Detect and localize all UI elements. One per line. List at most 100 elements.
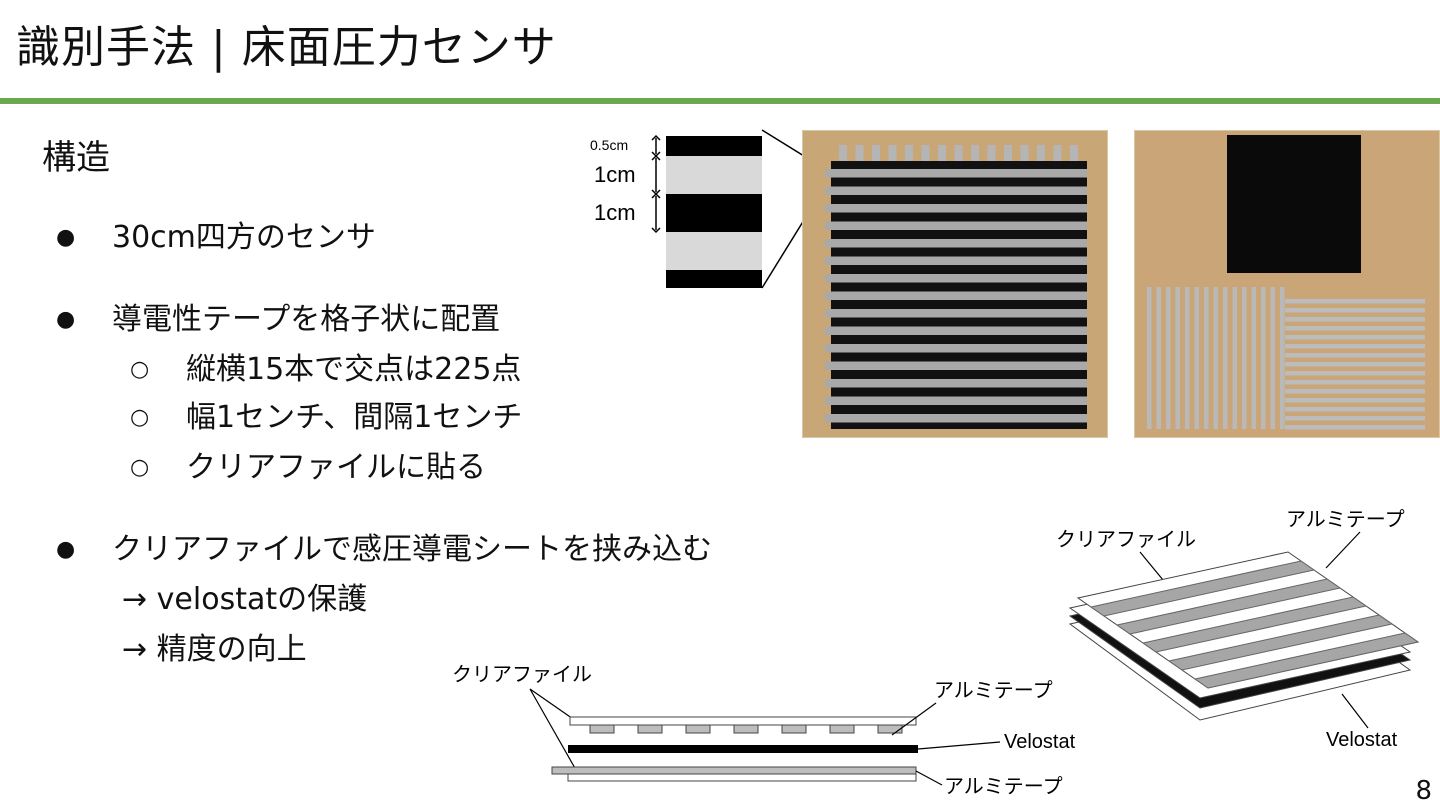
loose-horizontal-strip: [1285, 299, 1425, 304]
label-velostat: Velostat: [1004, 731, 1076, 753]
loose-vertical-strip: [1156, 287, 1161, 429]
zoom-line: [761, 219, 805, 289]
sub-bullet-circle: ○: [130, 405, 150, 430]
alu-tape-block: [733, 724, 759, 734]
bullet-text: 導電性テープを格子状に配置: [112, 302, 501, 337]
loose-horizontal-strip: [1285, 317, 1425, 322]
loose-horizontal-strip: [1285, 326, 1425, 331]
alu-stripe: [825, 204, 1087, 213]
cross-section-diagram: クリアファイル アルミテープ Velostat アルミテープ: [452, 663, 1076, 798]
sub-bullet-text: 幅1センチ、間隔1センチ: [186, 400, 523, 435]
sensor-photo-parts: [1134, 130, 1440, 438]
alu-stripe: [825, 379, 1087, 388]
bullet-text: 30cm四方のセンサ: [112, 220, 376, 255]
loose-horizontal-strip: [1285, 398, 1425, 403]
loose-vertical-strip: [1242, 287, 1247, 429]
stripe-black: [666, 136, 762, 156]
iso-alu-strip: [1193, 632, 1420, 689]
iso-alu-strip: [1089, 560, 1316, 617]
alu-stripe: [825, 361, 1087, 370]
clear-file-bottom: [567, 773, 917, 782]
alu-stripe: [825, 239, 1087, 248]
loose-horizontal-strip: [1285, 380, 1425, 385]
loose-vertical-strip: [1251, 287, 1256, 429]
alu-stripe: [825, 344, 1087, 353]
loose-horizontal-strip: [1285, 416, 1425, 421]
loose-vertical-strip: [1185, 287, 1190, 429]
sensor-photo-drawing: [803, 131, 1107, 437]
alu-tab: [1020, 145, 1029, 165]
zoom-line: [761, 129, 805, 157]
alu-tab: [872, 145, 880, 165]
alu-tab: [987, 145, 996, 165]
alu-stripe: [825, 414, 1087, 423]
alu-tab: [971, 145, 979, 165]
velostat-layer: [568, 745, 918, 753]
label-iso-clear-file: クリアファイル: [1056, 528, 1196, 551]
alu-tape-block: [781, 724, 807, 734]
label-iso-velostat: Velostat: [1326, 729, 1398, 751]
alu-tab: [1037, 145, 1045, 165]
alu-tab: [888, 145, 897, 165]
sub-bullet-circle: ○: [130, 357, 150, 382]
alu-stripe: [825, 326, 1087, 335]
loose-vertical-strip: [1194, 287, 1199, 429]
loose-horizontal-strip: [1285, 389, 1425, 394]
sensor-photo-assembled: [802, 130, 1108, 438]
dimension-diagram: 0.5cm 1cm 1cm: [590, 129, 805, 289]
loose-vertical-strip: [1223, 287, 1228, 429]
alu-tab: [921, 145, 930, 165]
loose-horizontal-strip: [1285, 362, 1425, 367]
dim-label-1cm: 1cm: [594, 162, 636, 187]
velostat-sheet: [1227, 135, 1361, 273]
loose-vertical-strip: [1280, 287, 1285, 429]
bullet-dot: ●: [56, 537, 76, 562]
arrow-note: → velostatの保護: [122, 582, 368, 617]
iso-alu-strip: [1141, 596, 1368, 653]
alu-stripe: [825, 396, 1087, 405]
sub-bullet-text: 縦横15本で交点は225点: [186, 352, 522, 387]
iso-alu-strip: [1167, 614, 1394, 671]
alu-stripe: [825, 221, 1087, 230]
label-alu-bottom: アルミテープ: [944, 776, 1063, 798]
arrow-note: → 精度の向上: [122, 632, 307, 667]
dim-label-small: 0.5cm: [590, 137, 628, 153]
alu-tab: [1053, 145, 1062, 165]
bullet-text: クリアファイルで感圧導電シートを挟み込む: [112, 532, 712, 567]
stripe-black: [666, 194, 762, 232]
alu-tape-block: [877, 724, 903, 734]
section-heading: 構造: [42, 138, 110, 178]
slide-title: 識別手法 | 床面圧力センサ: [16, 22, 557, 73]
loose-vertical-strip: [1175, 287, 1180, 429]
loose-vertical-strip: [1147, 287, 1152, 429]
alu-tab: [938, 145, 946, 165]
loose-vertical-strip: [1261, 287, 1266, 429]
alu-tab: [1004, 145, 1012, 165]
alu-stripe: [825, 309, 1087, 318]
loose-vertical-strip: [1213, 287, 1218, 429]
alu-tape-bottom: [551, 766, 917, 775]
alu-stripe: [825, 291, 1087, 300]
alu-tape-block: [589, 724, 615, 734]
sub-bullet-circle: ○: [130, 455, 150, 480]
alu-tape-block: [685, 724, 711, 734]
alu-stripe: [825, 256, 1087, 265]
parts-photo-drawing: [1135, 131, 1439, 437]
alu-stripe: [825, 186, 1087, 195]
clear-file-top: [569, 716, 917, 726]
title-divider: [0, 98, 1440, 104]
label-clear-file: クリアファイル: [452, 663, 592, 686]
stripe-gray: [666, 156, 762, 194]
alu-tab: [954, 145, 963, 165]
loose-vertical-strip: [1166, 287, 1171, 429]
label-iso-alu: アルミテープ: [1286, 509, 1405, 531]
loose-vertical-strip: [1204, 287, 1209, 429]
loose-horizontal-strip: [1285, 344, 1425, 349]
alu-stripe: [825, 274, 1087, 283]
dim-label-1cm: 1cm: [594, 200, 636, 225]
loose-vertical-strip: [1232, 287, 1237, 429]
alu-tab: [905, 145, 913, 165]
iso-alu-strip: [1115, 578, 1342, 635]
loose-horizontal-strip: [1285, 353, 1425, 358]
alu-tab: [855, 145, 864, 165]
